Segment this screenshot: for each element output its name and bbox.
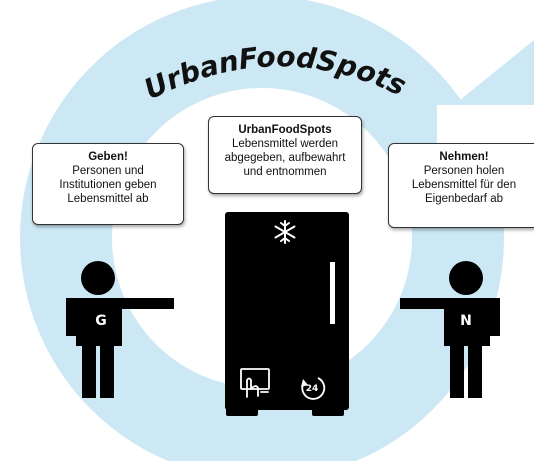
24h-clock-icon: 24 [301, 377, 326, 400]
snowflake-icon [274, 220, 296, 244]
give-text: Personen und Institutionen geben Lebensm… [59, 165, 157, 205]
center-box: UrbanFoodSpots Lebensmittel werden abgeg… [208, 116, 362, 194]
fridge [225, 212, 349, 416]
center-text: Lebensmittel werden abgegeben, aufbewahr… [224, 138, 346, 178]
give-title: Geben! [88, 151, 128, 163]
center-title: UrbanFoodSpots [238, 124, 332, 136]
take-title: Nehmen! [439, 151, 489, 163]
giver-figure [66, 261, 174, 398]
taker-figure [400, 261, 500, 398]
take-text: Personen holen Lebensmittel für den Eige… [411, 165, 517, 205]
clock-label: 24 [306, 384, 319, 394]
give-box: Geben! Personen und Institutionen geben … [32, 143, 184, 225]
taker-letter: N [460, 313, 472, 329]
giver-letter: G [95, 313, 107, 329]
hand-tap-icon [240, 368, 270, 398]
take-box: Nehmen! Personen holen Lebensmittel für … [388, 143, 534, 228]
